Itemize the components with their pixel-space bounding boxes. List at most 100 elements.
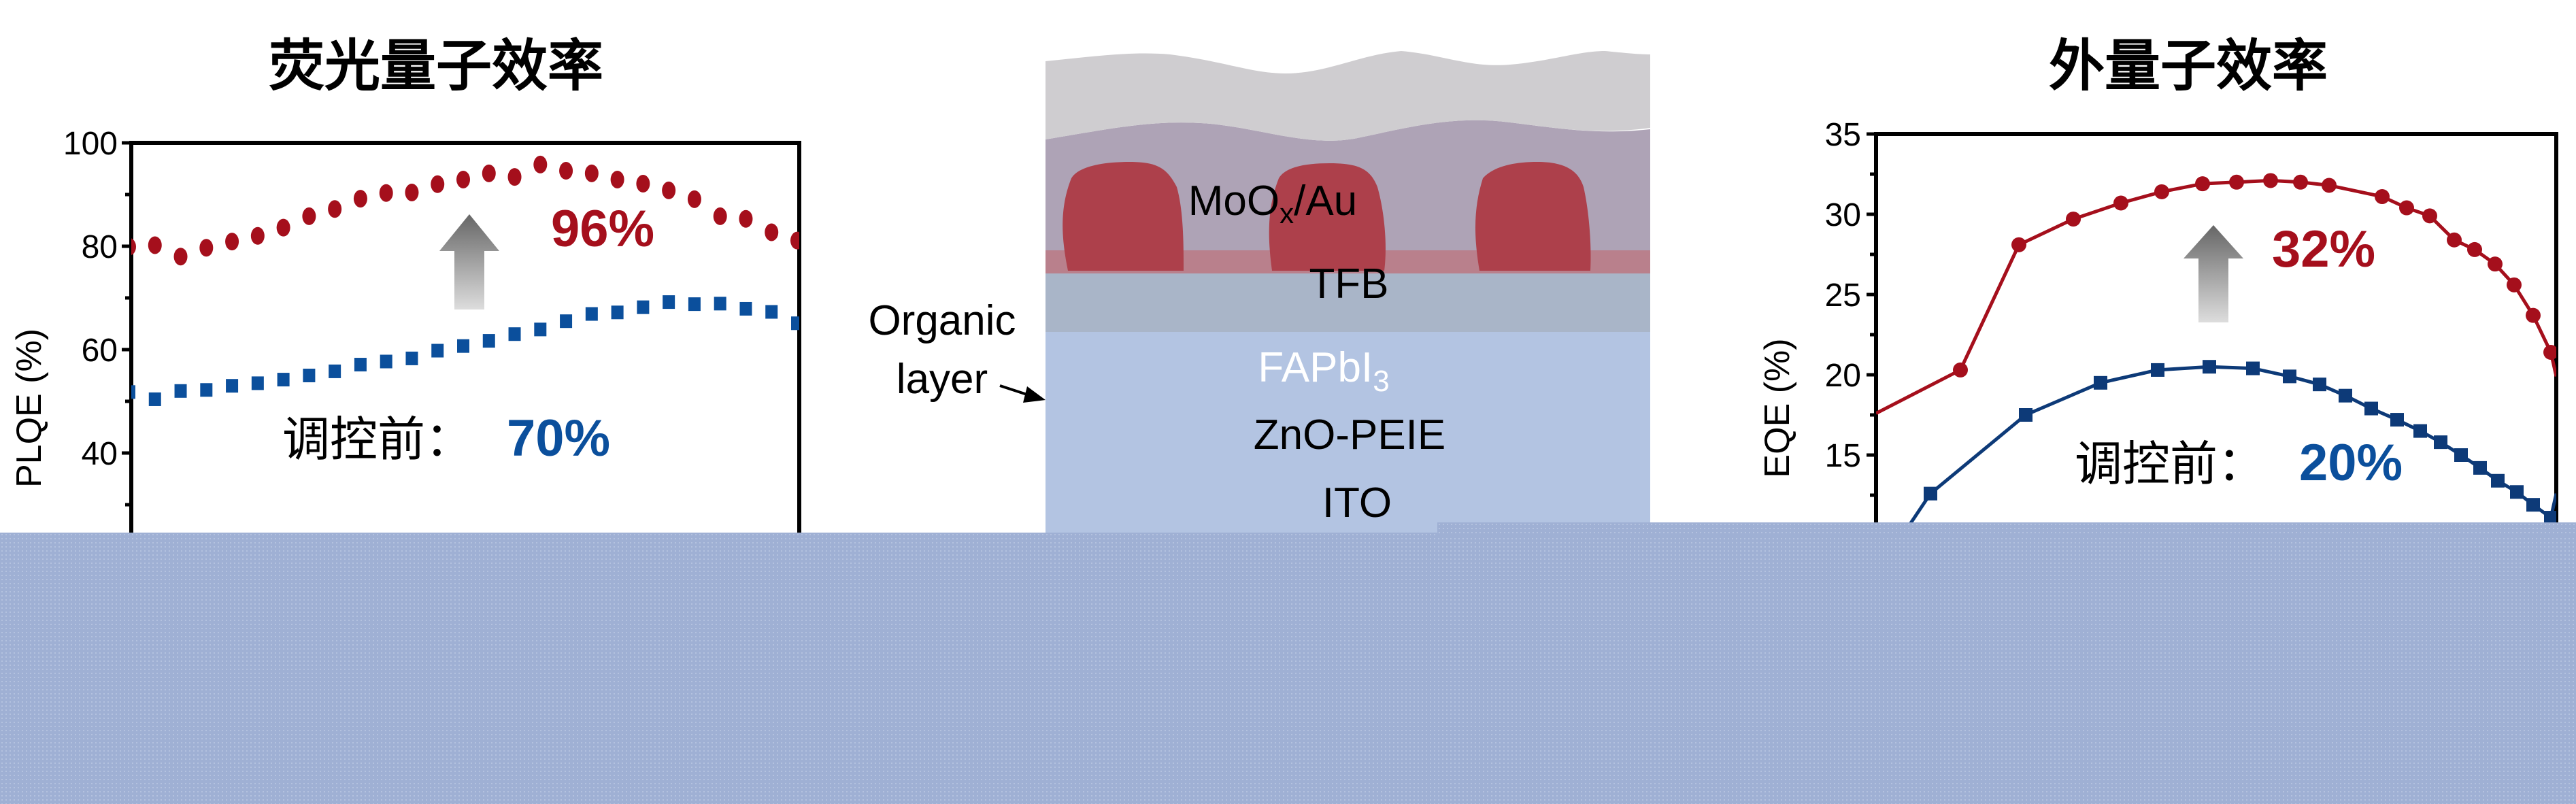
plqe-after-point [148, 236, 162, 254]
plqe-before-point [663, 295, 675, 309]
plqe-before-point [457, 339, 469, 353]
eqe-before-point [2019, 408, 2033, 422]
plqe-after-point [456, 170, 470, 188]
eqe-after-point [2375, 189, 2390, 205]
eqe-before-point [2203, 360, 2216, 374]
eqe-before-point [1924, 486, 1937, 501]
eqe-before-point [2413, 424, 2427, 438]
plqe-after-point [276, 218, 290, 237]
layer-zno-peie [1046, 273, 1650, 332]
plqe-after-point [353, 190, 367, 208]
eqe-y-axis-title: EQE (%) [1758, 338, 1797, 478]
plqe-after-point [405, 183, 419, 201]
plqe-before-point [380, 354, 392, 369]
eqe-before-point [2544, 511, 2556, 525]
eqe-after-point [2322, 178, 2337, 193]
eqe-after-point [2543, 344, 2556, 360]
plqe-after-point [559, 162, 573, 180]
plqe-after-point [713, 207, 727, 225]
plqe-before-point [585, 307, 598, 321]
plqe-before-point [739, 301, 752, 316]
plqe-after-point [482, 164, 496, 182]
plqe-y-axis-title: PLQE (%) [10, 329, 49, 488]
eqe-before-point [2473, 460, 2487, 475]
eqe-y-tick-label: 35 [1825, 117, 1861, 153]
plqe-before-value: 70% [507, 409, 610, 467]
plqe-after-point [687, 190, 701, 208]
layer-ito [1046, 331, 1650, 535]
eqe-after-point [2507, 277, 2522, 292]
fapbi3-grain [1063, 162, 1184, 271]
plqe-after-value: 96% [551, 200, 654, 258]
plqe-before-point [277, 373, 290, 387]
plqe-y-tick-label: 80 [82, 229, 118, 265]
plqe-after-point [662, 181, 676, 199]
eqe-after-point [2422, 208, 2437, 224]
plqe-after-point [610, 170, 624, 188]
plqe-after-point [584, 164, 599, 182]
eqe-after-point [2399, 200, 2414, 216]
plqe-after-point [507, 168, 522, 186]
eqe-before-value: 20% [2299, 434, 2403, 492]
plqe-before-point [174, 384, 187, 398]
eqe-after-point [2526, 307, 2541, 323]
eqe-y-tick-label: 15 [1825, 438, 1861, 474]
eqe-before-point [2094, 375, 2107, 390]
label-ito: ITO [1322, 480, 1392, 526]
plqe-before-point [303, 369, 316, 382]
eqe-after-point [2113, 195, 2128, 211]
eqe-before-point [2283, 369, 2296, 384]
plqe-before-point [226, 379, 239, 393]
increase-arrow-icon [439, 214, 499, 309]
eqe-after-point [2066, 212, 2081, 227]
plqe-before-point [431, 344, 444, 358]
eqe-before-point [2151, 363, 2164, 377]
eqe-after-point [2488, 256, 2503, 272]
plqe-before-point [405, 351, 418, 365]
plqe-before-point [354, 358, 367, 372]
plqe-after-point [533, 155, 548, 173]
eqe-after-value: 32% [2272, 220, 2375, 278]
layer-moox-au [1046, 51, 1650, 151]
eqe-y-tick-label: 25 [1825, 278, 1861, 314]
device-structure-diagram: MoOx/Au TFB FAPbI3 ZnO-PEIE ITO Organic … [868, 51, 1650, 535]
plqe-before-point [251, 376, 264, 390]
eqe-before-point [2390, 413, 2404, 427]
eqe-before-point [2313, 378, 2326, 392]
plqe-after-point [225, 233, 239, 251]
fapbi3-grain [1269, 163, 1386, 271]
plqe-after-point [379, 184, 393, 202]
eqe-before-point [2434, 435, 2447, 450]
callout-arrow-icon [1023, 386, 1046, 403]
callout-organic-line2: layer [897, 356, 988, 403]
eqe-before-point [2454, 448, 2468, 462]
eqe-after-point [2447, 232, 2462, 248]
plqe-before-point [637, 300, 650, 314]
eqe-before-point [2364, 401, 2378, 416]
plqe-after-point [250, 227, 265, 245]
eqe-before-point [2339, 388, 2352, 403]
label-fapbi3: FAPbI3 [1258, 344, 1389, 398]
plqe-after-point [131, 238, 136, 256]
eqe-before-prefix: 调控前： [2075, 436, 2265, 492]
eqe-after-point [2467, 241, 2482, 257]
eqe-y-tick-label: 30 [1825, 197, 1861, 233]
plqe-before-point [508, 327, 521, 341]
overlay-panel-right [1437, 522, 2576, 536]
plqe-after-point [790, 231, 799, 250]
plqe-after-point [328, 200, 342, 218]
plqe-after-point [739, 210, 753, 228]
eqe-after-point [2154, 184, 2169, 199]
plqe-after-point [765, 223, 779, 241]
label-zno-peie: ZnO-PEIE [1254, 412, 1446, 458]
increase-arrow-icon [2184, 225, 2243, 322]
eqe-after-point [2011, 237, 2026, 252]
eqe-after-point [2263, 173, 2278, 188]
plqe-after-point [302, 207, 316, 225]
plqe-before-point [148, 392, 161, 406]
plqe-after-point [173, 248, 188, 266]
plqe-y-tick-label: 40 [82, 436, 118, 472]
label-tfb: TFB [1309, 261, 1388, 307]
